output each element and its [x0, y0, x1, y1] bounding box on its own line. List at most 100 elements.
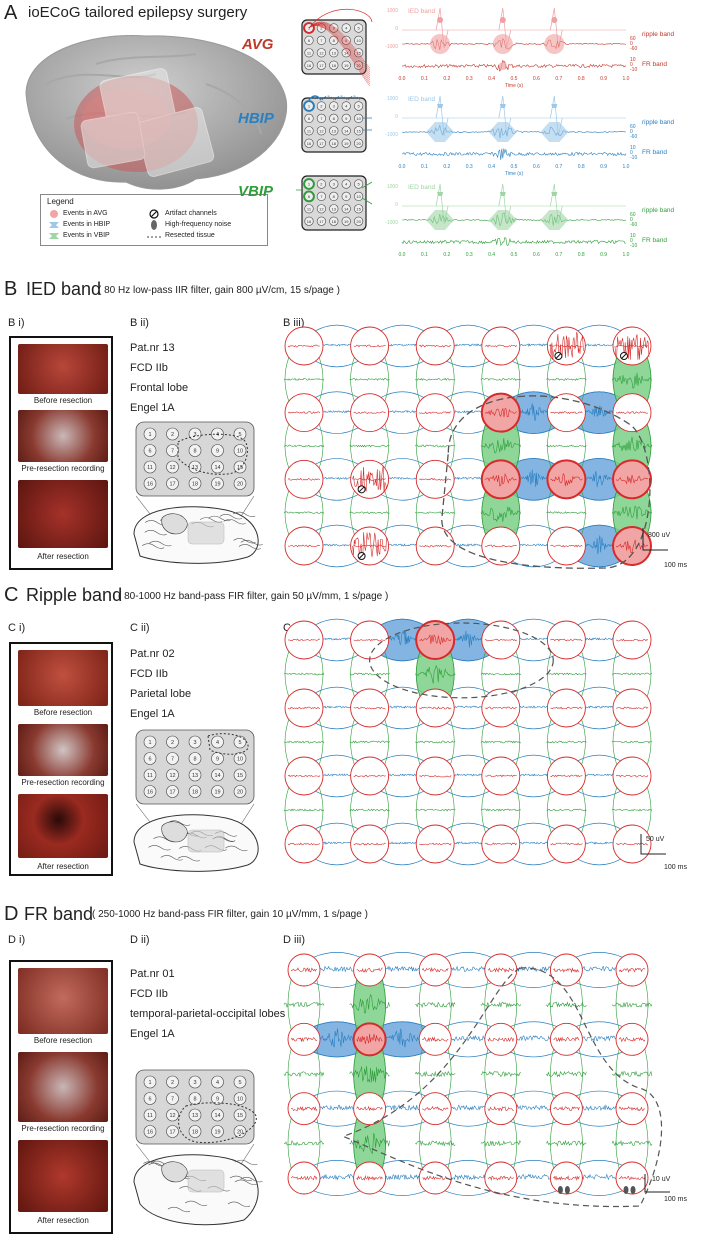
- vbip-curve: [316, 1048, 321, 1100]
- vbip-trace: [546, 1070, 587, 1078]
- avg-trace: [290, 1175, 318, 1181]
- bip-event-marker: [437, 104, 444, 108]
- noise-icon: [151, 220, 157, 230]
- photo-before: [18, 344, 108, 394]
- artifact-trace: [352, 532, 387, 560]
- electrode-contact: [188, 735, 202, 749]
- hbip-trace: [454, 476, 483, 480]
- electrode-number: 16: [147, 482, 153, 488]
- vbip-curve: [382, 979, 386, 1030]
- electrode-contact: [143, 1075, 157, 1089]
- panel-b-scale-t: 100 ms: [664, 562, 687, 569]
- avg-trace: [484, 407, 517, 418]
- avg-electrode: [287, 1161, 321, 1195]
- vbip-curve: [644, 1048, 649, 1100]
- hbip-curve: [512, 391, 556, 398]
- electrode-number: 19: [214, 790, 220, 796]
- electrode-number: 9: [216, 757, 219, 763]
- vbip-trace: [480, 808, 521, 812]
- avg-trace: [553, 1036, 580, 1043]
- vbip-curve: [646, 787, 652, 833]
- avg-electrode: [415, 824, 455, 864]
- vbip-trace: [415, 1140, 456, 1147]
- avg-trace: [422, 1175, 449, 1181]
- gyrus-line: [240, 1176, 263, 1183]
- vbip-trace: [546, 672, 587, 676]
- avg-trace: [287, 706, 321, 710]
- hbip-trace: [388, 630, 417, 646]
- electrode-number: 20: [356, 63, 361, 68]
- panel-b-letter: B: [4, 278, 18, 300]
- x-tick-label: 0.5: [511, 76, 518, 82]
- vbip-curve: [581, 787, 586, 833]
- bipolar-link: [321, 95, 361, 101]
- hbip-curve: [512, 754, 556, 762]
- hbip-curve: [575, 1090, 623, 1097]
- hbip-trace: [388, 841, 417, 845]
- avg-trace: [419, 634, 452, 645]
- vbip-curve: [447, 979, 452, 1030]
- y-tick-label-right: -60: [630, 46, 637, 52]
- y-tick-label: 0: [395, 26, 398, 32]
- electrode-contact: [166, 768, 179, 782]
- patient-number: Pat.nr 02: [130, 648, 175, 660]
- hbip-curve: [446, 324, 490, 332]
- vbip-event-region: [353, 979, 386, 1031]
- hbip-curve: [512, 618, 556, 626]
- avg-trace: [356, 1174, 383, 1181]
- avg-trace: [550, 411, 583, 415]
- avg-trace: [484, 774, 517, 778]
- avg-trace: [287, 477, 321, 481]
- hbip-curve: [446, 360, 490, 368]
- gyrus-line: [227, 1201, 251, 1207]
- vbip-curve: [353, 1048, 358, 1100]
- vbip-trace: [611, 372, 653, 389]
- vbip-trace: [349, 378, 390, 381]
- avg-trace: [484, 638, 517, 642]
- hbip-trace: [385, 1104, 420, 1111]
- avg-electrode: [546, 620, 586, 660]
- x-tick-label: 0.6: [533, 76, 540, 82]
- hbip-curve: [380, 494, 424, 501]
- electrode-number: 17: [169, 482, 175, 488]
- electrode-contact: [166, 444, 179, 457]
- vbip-trace: [349, 511, 390, 514]
- avg-trace: [353, 706, 386, 710]
- panel-b-subtitle: ( 80 Hz low-pass IIR filter, gain 800 µV…: [98, 285, 340, 296]
- hbip-curve: [444, 1090, 492, 1097]
- electrode-number: 15: [237, 773, 243, 779]
- y-tick-label-right: -10: [630, 67, 637, 73]
- electrode-number: 12: [319, 50, 324, 55]
- electrode-number: 8: [193, 449, 196, 455]
- electrode-contact: [353, 216, 364, 226]
- panel-a-title: ioECoG tailored epilepsy surgery: [28, 4, 248, 21]
- pathology: FCD IIb: [130, 988, 168, 1000]
- gyrus-line: [223, 519, 246, 525]
- hbip-curve: [577, 822, 621, 830]
- hbip-trace: [323, 543, 351, 547]
- electrode-number: 16: [147, 1130, 153, 1136]
- y-tick-label-right: 0: [630, 238, 633, 244]
- photo-caption: After resection: [37, 862, 89, 871]
- bipolar-link: [362, 117, 372, 131]
- electrode-number: 13: [192, 1113, 198, 1119]
- avg-trace: [287, 411, 321, 414]
- avg-trace: [487, 1106, 514, 1112]
- vbip-curve: [484, 1048, 489, 1100]
- hbip-trace: [319, 965, 354, 973]
- hbip-trace: [519, 841, 548, 845]
- hbip-curve: [313, 1160, 361, 1166]
- panel-c-scale-t: 100 ms: [664, 864, 687, 871]
- electrode-contact: [166, 477, 179, 490]
- avg-electrode: [612, 688, 652, 728]
- x-tick-label: 0.8: [578, 164, 585, 170]
- hbip-trace: [585, 471, 614, 488]
- electrode-contact: [341, 101, 351, 111]
- avg-trace: [353, 638, 386, 642]
- avg-trace: [618, 1036, 646, 1043]
- electrode-number: 15: [237, 465, 243, 471]
- legend-item-hbip: Events in HBIP: [63, 221, 111, 228]
- electrode-number: 13: [332, 128, 337, 133]
- vbip-curve: [550, 1118, 554, 1169]
- vbip-curve: [481, 490, 486, 535]
